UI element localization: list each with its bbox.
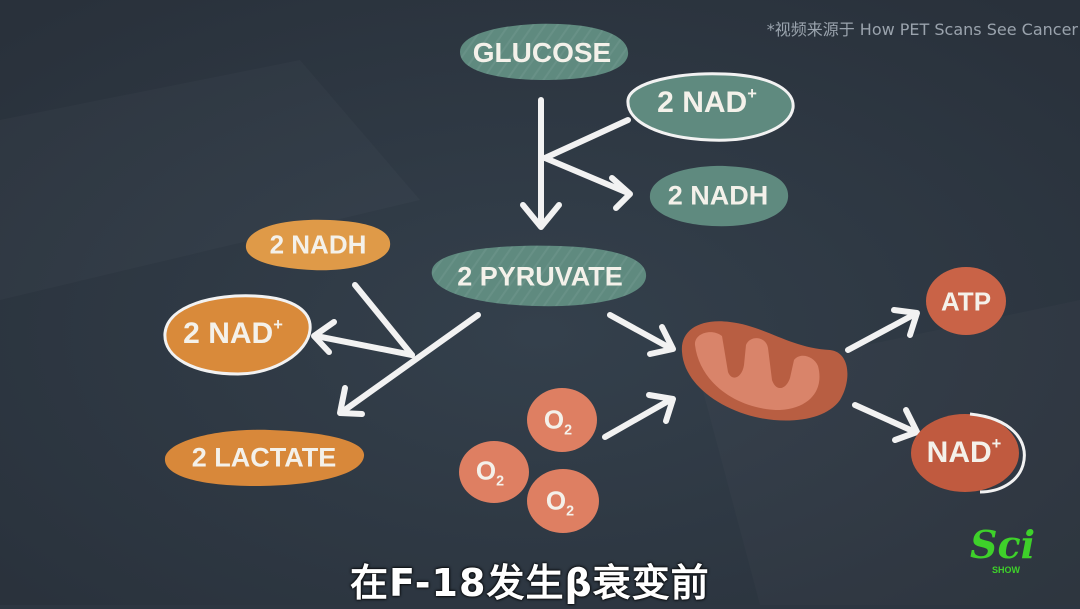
nadh-left-shape <box>245 219 391 271</box>
node-label: 2 LACTATE <box>191 442 337 473</box>
arrow-nadh-in-left <box>352 282 415 358</box>
node-superscript: + <box>747 84 757 103</box>
node-pyruvate: 2 PYRUVATE <box>457 262 623 293</box>
node-label: 2 NADH <box>667 180 769 211</box>
node-subscript: 2 <box>566 503 575 520</box>
arrow-pyruvate-to-mito <box>607 312 673 351</box>
node-label: O <box>543 404 565 435</box>
node-o2-b: O2 <box>475 455 505 490</box>
node-lactate: 2 LACTATE <box>192 443 337 474</box>
nad-top-shape <box>626 72 795 142</box>
node-label: NAD <box>926 436 992 469</box>
node-nad-top: 2 NAD+ <box>657 84 757 120</box>
arrows <box>311 97 920 443</box>
arrowhead <box>609 175 633 211</box>
node-nad-right: NAD+ <box>926 434 1002 470</box>
node-label: ATP <box>940 286 992 317</box>
node-label: O <box>545 485 567 516</box>
node-label: 2 PYRUVATE <box>457 261 623 292</box>
arrowhead <box>647 324 676 357</box>
orange-nodes <box>163 219 391 486</box>
logo-sub-text: SHOW <box>992 565 1020 575</box>
node-nadh-left: 2 NADH <box>270 230 367 261</box>
node-superscript: + <box>273 315 283 334</box>
products <box>911 267 1026 494</box>
nadh-top-shape <box>649 165 789 227</box>
node-nad-left: 2 NAD+ <box>183 315 283 351</box>
nad-left-shape <box>163 294 312 376</box>
node-atp: ATP <box>941 287 991 318</box>
node-o2-c: O2 <box>545 485 575 520</box>
o2-c-shape <box>527 469 599 533</box>
video-source-credit: *视频来源于 How PET Scans See Cancer <box>766 20 1078 39</box>
arrowhead <box>891 307 920 338</box>
subtitle-caption: 在F-18发生β衰变前 <box>350 561 710 605</box>
arrow-nad-out-left <box>313 333 415 358</box>
teal-nodes <box>431 23 795 307</box>
arrowhead <box>520 202 562 230</box>
arrow-o2-to-mito <box>602 397 673 440</box>
mitochondrion-inner <box>694 332 820 410</box>
arrowhead <box>892 407 920 443</box>
mitochondrion <box>681 321 848 421</box>
scishow-logo: Sci SHOW <box>962 525 1042 585</box>
node-label: 2 NADH <box>269 229 367 260</box>
oxygen-molecules <box>459 388 599 533</box>
o2-a-shape <box>527 388 597 452</box>
arrowhead <box>337 385 365 417</box>
arrow-nad-in <box>542 117 631 161</box>
atp-shape <box>926 267 1006 335</box>
nad-right-shape <box>911 414 1019 492</box>
arrowhead <box>311 319 337 355</box>
node-label: 2 NAD <box>657 86 748 119</box>
node-subscript: 2 <box>564 422 573 439</box>
node-superscript: + <box>991 434 1002 453</box>
node-label: O <box>475 455 497 486</box>
nad-right-outline <box>969 412 1026 494</box>
logo-main-text: Sci <box>970 522 1036 567</box>
node-label: GLUCOSE <box>472 37 612 68</box>
arrowhead <box>646 392 676 424</box>
node-label: 2 NAD <box>183 317 274 350</box>
node-nadh-top: 2 NADH <box>668 181 769 212</box>
arrow-nadh-out <box>542 155 631 196</box>
node-subscript: 2 <box>496 473 505 490</box>
arrow-mito-to-nad <box>852 402 918 435</box>
arrow-pyruvate-to-lactate <box>339 312 481 415</box>
arrow-mito-to-atp <box>845 311 918 353</box>
o2-b-shape <box>459 441 529 503</box>
node-glucose: GLUCOSE <box>473 37 611 69</box>
lactate-shape <box>164 429 365 486</box>
node-o2-a: O2 <box>543 404 573 439</box>
